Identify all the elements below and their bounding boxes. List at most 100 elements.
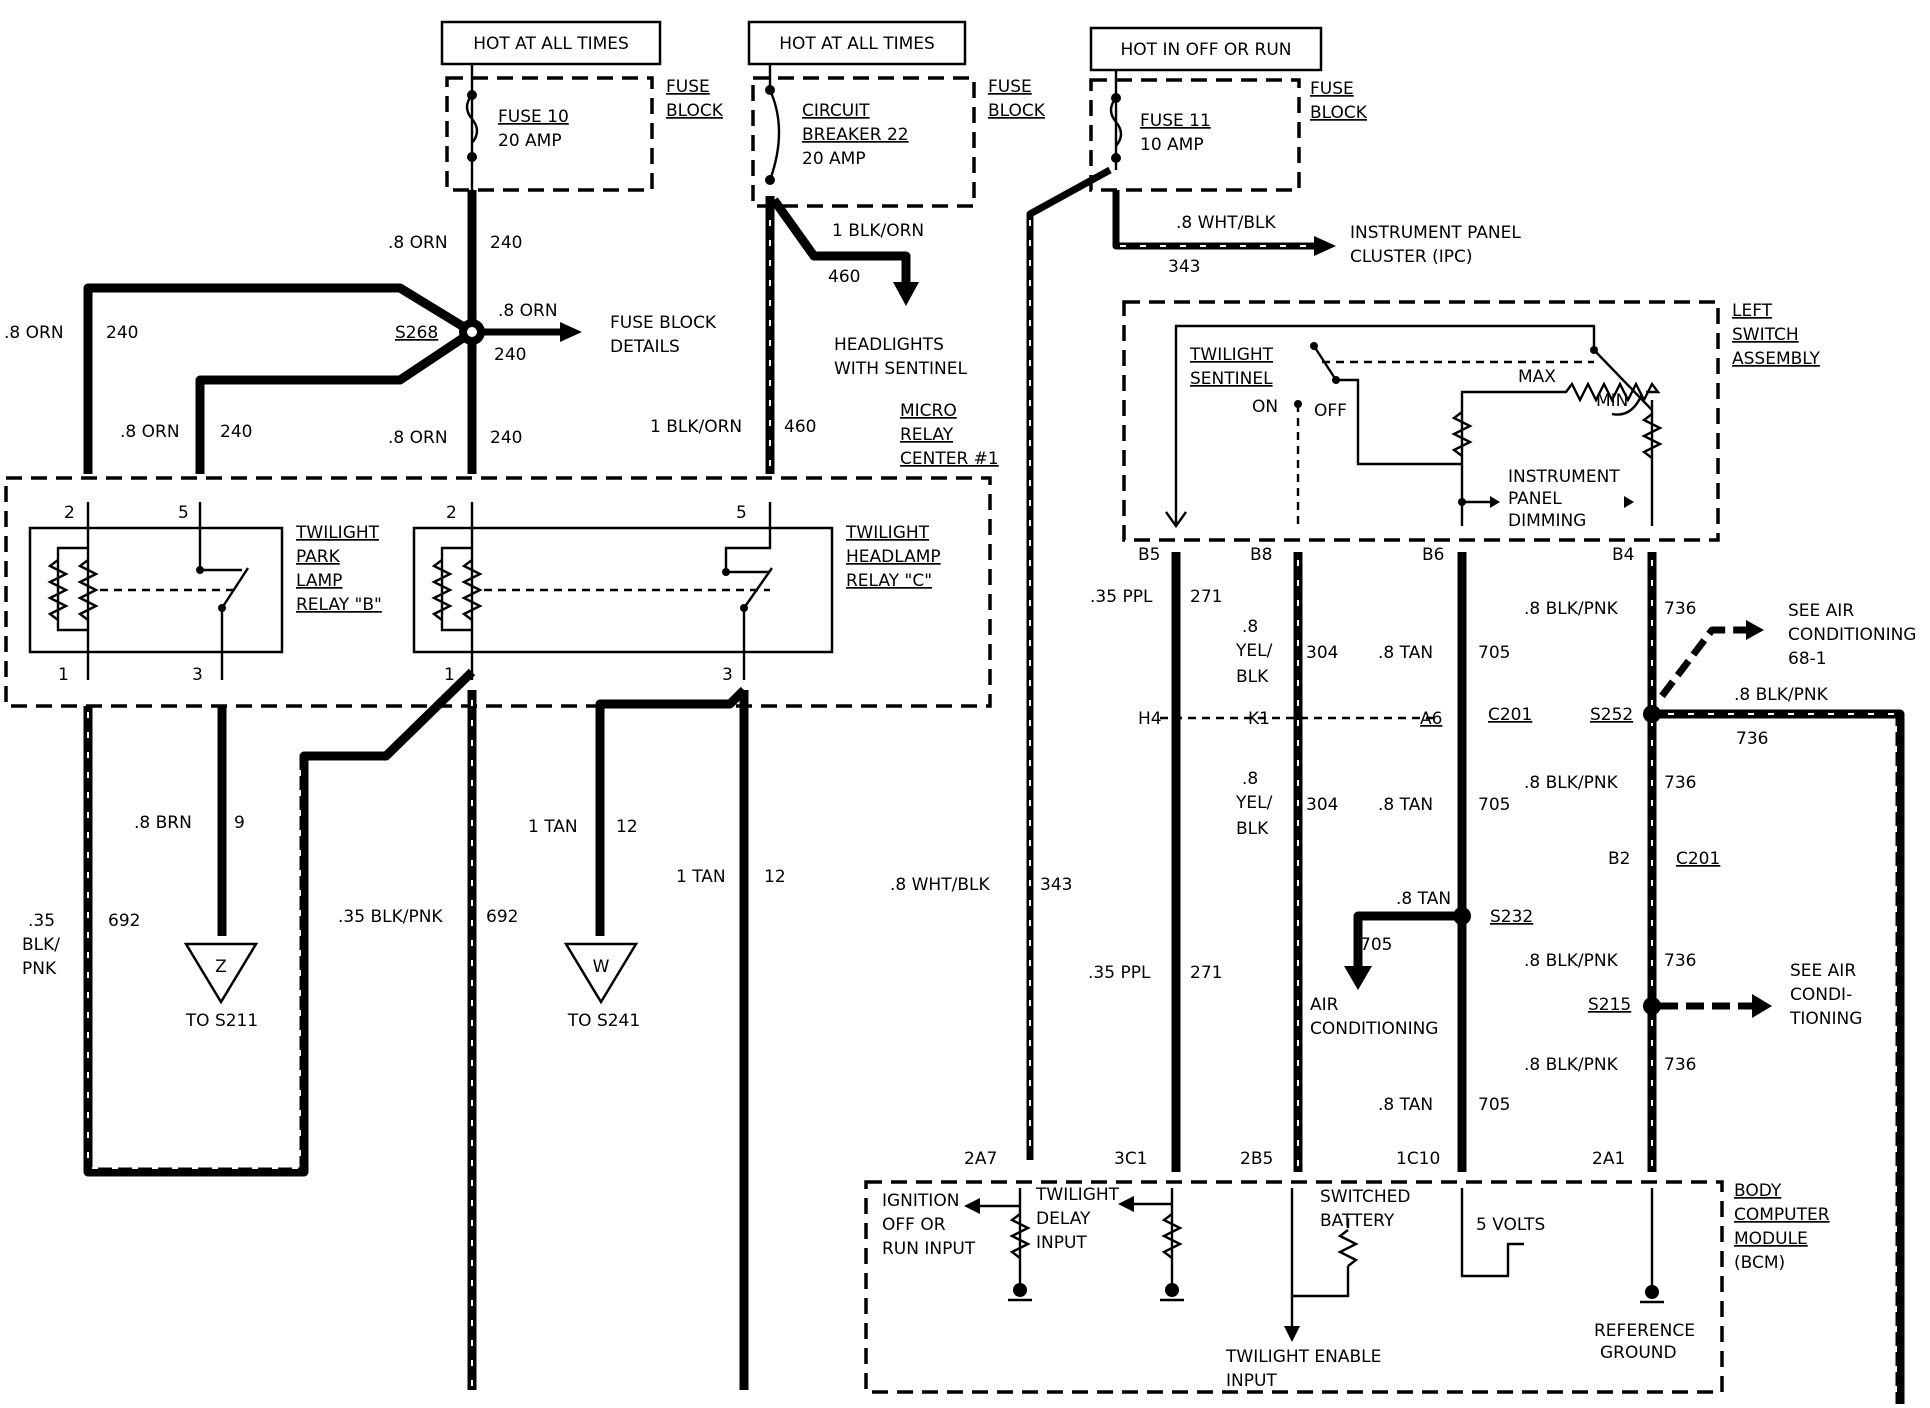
- headlights-label-1: HEADLIGHTS: [834, 335, 944, 355]
- five-volts-label: 5 VOLTS: [1476, 1215, 1545, 1235]
- wire-692-loop-stripe: [87, 712, 301, 1169]
- s232-splice: [1453, 907, 1471, 925]
- wire-num-w27: 736: [1664, 951, 1696, 971]
- relay-b-diode: [77, 559, 99, 621]
- fuse-block-label-3a: FUSE: [1310, 79, 1354, 99]
- lsa-internal-b5: [1174, 324, 1596, 526]
- relay-b-pin-2: 2: [64, 503, 75, 523]
- pin-2b5: 2B5: [1240, 1149, 1273, 1169]
- wire-num-w10: 343: [1168, 257, 1200, 277]
- wire-label-w18a: .8: [1242, 617, 1258, 637]
- relay-b-label-1: TWILIGHT: [295, 523, 380, 543]
- bcm-label-3: MODULE: [1734, 1229, 1808, 1249]
- relay-b-switch-arm: [220, 567, 250, 609]
- ac3-arrow: [1752, 994, 1772, 1018]
- wire-label-w17: .35 PPL: [1090, 587, 1153, 607]
- fuse-block-label-2b: BLOCK: [988, 101, 1046, 121]
- fuse11-label: FUSE 11: [1140, 111, 1211, 131]
- headlights-arrow: [893, 282, 919, 306]
- cb22-label-b: BREAKER 22: [802, 125, 909, 145]
- pin-2a7: 2A7: [964, 1149, 997, 1169]
- micro-relay-label-1: MICRO: [900, 401, 957, 421]
- relay-c-switch-arm: [743, 567, 773, 609]
- ign-label-3: RUN INPUT: [882, 1239, 976, 1259]
- ac2-arrow: [1344, 966, 1372, 990]
- to-s241-label: TO S241: [567, 1011, 640, 1031]
- wire-label-w12c: PNK: [22, 959, 57, 979]
- relay-c-diode: [461, 559, 483, 621]
- wire-num-w19: 705: [1478, 643, 1510, 663]
- wire-label-w12b: BLK/: [22, 935, 60, 955]
- pin-b8: B8: [1250, 545, 1272, 565]
- wire-label-w7: 1 BLK/ORN: [832, 221, 924, 241]
- wire-label-w29: .8 TAN: [1378, 1095, 1433, 1115]
- to-s211-label: TO S211: [185, 1011, 258, 1031]
- wire-num-w20: 736: [1664, 599, 1696, 619]
- wire-label-w24: .8 BLK/PNK: [1524, 773, 1619, 793]
- wire-240-lower-branch: [195, 328, 475, 474]
- relay-b-pin-5: 5: [178, 503, 189, 523]
- fuse-block-label-1b: BLOCK: [666, 101, 724, 121]
- wire-label-w10: .8 WHT/BLK: [1176, 213, 1276, 233]
- wire-num-w14: 12: [616, 817, 638, 837]
- lsa-off-line: [1336, 378, 1462, 466]
- wire-num-w5: 240: [490, 428, 522, 448]
- ac1-label-2: CONDITIONING: [1788, 625, 1916, 645]
- fuse-block-details-arrow: [560, 322, 582, 342]
- s232-label: S232: [1490, 907, 1533, 927]
- pin-b5: B5: [1138, 545, 1160, 565]
- s252-label: S252: [1590, 705, 1633, 725]
- twilight-delay-arrow: [1118, 1196, 1134, 1212]
- dimmer-pivot: [1590, 346, 1598, 354]
- wire-num-w22: 304: [1306, 795, 1338, 815]
- wire-num-w4: 240: [220, 422, 252, 442]
- wire-label-w18c: BLK: [1236, 667, 1269, 687]
- wire-label-w22b: YEL/: [1235, 793, 1273, 813]
- pin-b6: B6: [1422, 545, 1444, 565]
- ipc-arrow: [1314, 236, 1336, 256]
- lsa-dimmer-arm: [1593, 349, 1653, 411]
- ac3-label-1: SEE AIR: [1790, 961, 1856, 981]
- sb-label-1: SWITCHED: [1320, 1187, 1411, 1207]
- wire-343-ipc: [1112, 190, 1320, 250]
- lsa-label-1: LEFT: [1732, 301, 1773, 321]
- ac1-branch: [1659, 626, 1748, 699]
- wire-num-w21: 736: [1736, 729, 1768, 749]
- wire-label-w22c: BLK: [1236, 819, 1269, 839]
- sentinel-on: ON: [1252, 397, 1278, 417]
- wire-label-w18b: YEL/: [1235, 641, 1273, 661]
- dimmer-resistor-left: [1451, 411, 1473, 457]
- c201-label-b: C201: [1676, 849, 1720, 869]
- lsa-label-3: ASSEMBLY: [1732, 349, 1820, 369]
- headlights-label-2: WITH SENTINEL: [834, 359, 967, 379]
- tdi-label-1: TWILIGHT: [1035, 1185, 1120, 1205]
- fuse-block-details-1: FUSE BLOCK: [610, 313, 717, 333]
- relay-c-label-1: TWILIGHT: [845, 523, 930, 543]
- wire-num-w26: 271: [1190, 963, 1222, 983]
- sentinel-on-contact: [1294, 400, 1302, 408]
- lsa-arrow-b5: [1165, 511, 1187, 529]
- pin-3c1: 3C1: [1114, 1149, 1148, 1169]
- tdi-label-2: DELAY: [1036, 1209, 1091, 1229]
- twilight-delay-circuit: [1134, 1188, 1183, 1288]
- wire-label-w23: .8 TAN: [1378, 795, 1433, 815]
- wire-736-right-stripe: [1668, 713, 1897, 1404]
- ipd-label-2: PANEL: [1508, 489, 1562, 509]
- ac3-label-2: CONDI-: [1790, 985, 1852, 1005]
- wire-label-w12a: .35: [28, 911, 55, 931]
- pin-b2: B2: [1608, 849, 1630, 869]
- wire-343-bcm: [1026, 166, 1112, 1160]
- ac3-label-3: TIONING: [1789, 1009, 1862, 1029]
- cb22-label-a: CIRCUIT: [802, 101, 870, 121]
- cb22-symbol: [768, 89, 781, 181]
- fuse11-terminal-bottom: [1111, 153, 1121, 163]
- hot-at-all-times-box-1: [440, 20, 662, 66]
- relay-b-pin-1: 1: [58, 665, 69, 685]
- relay-b-coil-loop: [56, 546, 88, 632]
- twilight-delay-ground: [1165, 1283, 1179, 1297]
- fuse11-symbol: [1109, 97, 1123, 147]
- wire-label-w3: .8 ORN: [498, 301, 558, 321]
- fuse-block-1: [445, 76, 654, 192]
- relay-b-label-3: LAMP: [296, 571, 342, 591]
- pin-k1: K1: [1248, 709, 1270, 729]
